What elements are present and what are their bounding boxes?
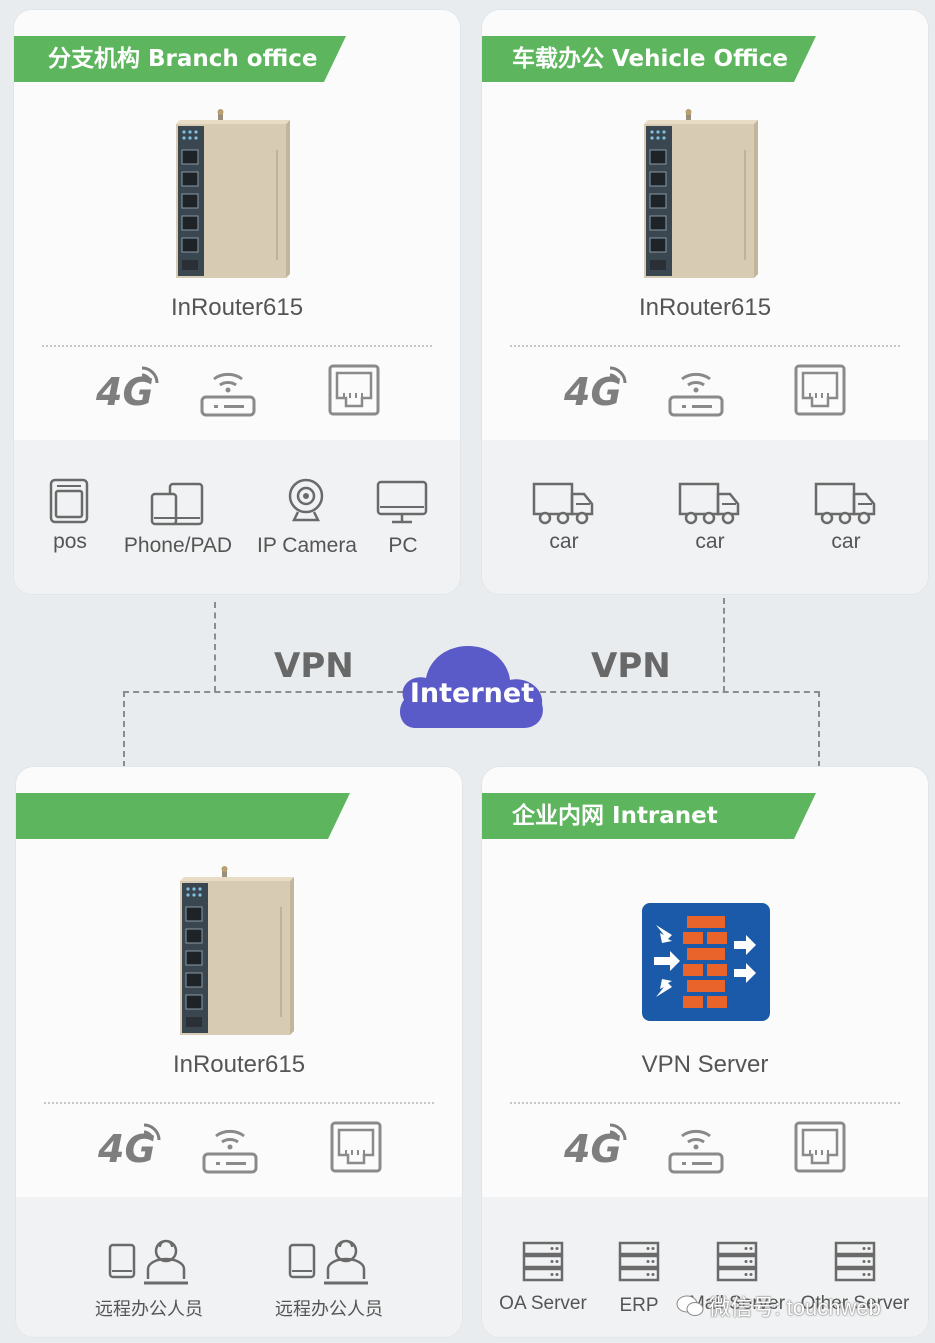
camera-icon	[288, 478, 324, 522]
panel-branch-office: 分支机构 Branch office InRouter615 pos Phone…	[14, 10, 460, 594]
banner-vehicle-office: 车载办公 Vehicle Office	[482, 36, 816, 82]
wifi-router-icon	[668, 1129, 724, 1174]
list-item-pc: PC	[376, 480, 430, 557]
list-item-car: car	[532, 480, 596, 553]
connector-intranet-vertical	[818, 691, 820, 767]
item-label: car	[831, 530, 861, 553]
list-item-remote-worker: 远程办公人员	[275, 1239, 383, 1319]
watermark-text: 微信号: touchweb	[708, 1295, 881, 1320]
item-label: PC	[388, 534, 418, 557]
item-label: 远程办公人员	[275, 1299, 383, 1319]
server-icon	[618, 1241, 660, 1282]
phone-tablet-icon	[150, 482, 204, 526]
wifi-router-icon	[668, 372, 724, 417]
remote-worker-icon	[108, 1239, 190, 1285]
server-icon	[716, 1241, 758, 1282]
internet-label: Internet	[409, 678, 535, 709]
banner-intranet: 企业内网 Intranet	[482, 793, 816, 839]
list-item-pos: pos	[48, 478, 92, 553]
list-item-phone-pad: Phone/PAD	[124, 482, 232, 557]
list-item-mail-server: Mail Server	[689, 1241, 785, 1314]
item-label: Phone/PAD	[123, 534, 233, 557]
ethernet-port-icon	[328, 364, 380, 416]
item-label: Other Server	[800, 1293, 910, 1314]
4g-icon	[564, 366, 627, 413]
ethernet-port-icon	[794, 1121, 846, 1173]
connector-vehicle-vertical	[723, 598, 725, 692]
connector-horizontal-right	[540, 691, 820, 693]
router-device-icon	[180, 865, 295, 1036]
firewall-icon	[642, 903, 770, 1021]
device-name: InRouter615	[638, 294, 772, 321]
list-item-car: car	[678, 480, 742, 553]
truck-icon	[532, 482, 594, 525]
list-item-erp: ERP	[618, 1241, 660, 1316]
4g-icon	[96, 366, 159, 413]
item-label: ERP	[619, 1295, 659, 1316]
wifi-router-icon	[202, 1129, 258, 1174]
truck-icon	[814, 482, 876, 525]
pos-terminal-icon	[49, 478, 89, 524]
wechat-icon	[676, 1294, 704, 1318]
device-name: InRouter615	[170, 294, 304, 321]
4g-icon	[98, 1123, 161, 1170]
item-label: car	[695, 530, 725, 553]
divider	[510, 1102, 900, 1104]
panel-intranet: 企业内网 Intranet VPN Server OA Server ERP	[482, 767, 928, 1337]
list-item-remote-worker: 远程办公人员	[95, 1239, 203, 1319]
item-label: OA Server	[499, 1293, 587, 1314]
device-name: VPN Server	[641, 1051, 769, 1078]
vpn-label-left: VPN	[274, 646, 354, 686]
4g-icon	[564, 1123, 627, 1170]
ethernet-port-icon	[330, 1121, 382, 1173]
device-name: InRouter615	[172, 1051, 306, 1078]
banner-branch-office: 分支机构 Branch office	[14, 36, 346, 82]
router-device-icon	[176, 108, 291, 279]
list-item-car: car	[814, 480, 878, 553]
truck-icon	[678, 482, 740, 525]
vpn-label-right: VPN	[591, 646, 671, 686]
divider	[44, 1102, 434, 1104]
item-label: 远程办公人员	[95, 1299, 203, 1319]
item-label: IP Camera	[257, 534, 357, 557]
item-label: pos	[53, 530, 87, 553]
list-item-ip-camera: IP Camera	[257, 478, 357, 557]
connector-branch-vertical	[214, 602, 216, 692]
item-label: Mail Server	[688, 1293, 786, 1314]
list-item-other-server: Other Server	[801, 1241, 909, 1314]
connector-remote-vertical	[123, 691, 125, 767]
divider	[510, 345, 900, 347]
remote-worker-icon	[288, 1239, 370, 1285]
server-icon	[522, 1241, 564, 1282]
cloud-icon	[400, 646, 543, 728]
router-device-icon	[644, 108, 759, 279]
monitor-icon	[376, 480, 428, 524]
panel-vehicle-office: 车载办公 Vehicle Office InRouter615 car car …	[482, 10, 928, 594]
list-item-oa-server: OA Server	[499, 1241, 587, 1314]
item-label: car	[549, 530, 579, 553]
wifi-router-icon	[200, 372, 256, 417]
banner-remote-office	[16, 793, 350, 839]
watermark: 微信号: touchweb	[676, 1290, 881, 1320]
connector-horizontal-left	[123, 691, 403, 693]
server-icon	[834, 1241, 876, 1282]
internet-cloud: Internet	[396, 636, 548, 730]
ethernet-port-icon	[794, 364, 846, 416]
panel-remote-office: InRouter615 远程办公人员 远程办公人员	[16, 767, 462, 1337]
divider	[42, 345, 432, 347]
